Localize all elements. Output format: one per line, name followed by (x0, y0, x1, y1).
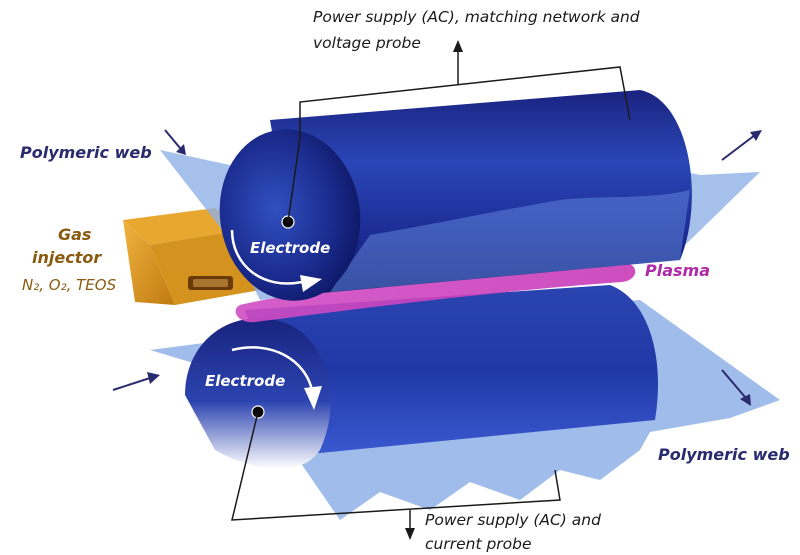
top-electrode-end-cap (219, 129, 361, 301)
gas-injector-nozzle-inner (193, 279, 228, 287)
label-power-bottom-line1: Power supply (AC) and (425, 511, 601, 529)
web-in-bottom-arrow-shaft (112, 377, 151, 391)
label-plasma: Plasma (645, 261, 710, 280)
web-out-bottom-arrow-head (740, 394, 751, 406)
label-power-top-line2: voltage probe (313, 34, 421, 52)
label-electrode-bottom: Electrode (205, 372, 285, 390)
web-out-top-arrow-head (750, 130, 762, 141)
top-power-arrow-head (453, 40, 463, 52)
label-gas-mix: N₂, O₂, TEOS (22, 276, 117, 294)
gas-injector-top (123, 208, 242, 245)
bottom-rotation-arrow-head (304, 386, 322, 410)
web-out-top-arrow-shaft (721, 134, 756, 161)
web-in-bottom-arrow-head (147, 372, 160, 384)
web-in-top-arrow-shaft (164, 129, 181, 149)
bottom-electrode-rotation-arrow (231, 346, 314, 391)
label-injector: injector (32, 248, 102, 267)
label-gas: Gas (58, 225, 91, 244)
label-power-top-line1: Power supply (AC), matching network and (313, 8, 640, 26)
bottom-power-arrow-head (405, 528, 415, 540)
top-electrode-web-highlight (330, 190, 690, 292)
label-electrode-top: Electrode (250, 239, 330, 257)
web-direction-arrows (112, 129, 762, 406)
plasma-band (235, 262, 636, 323)
web-in-top-arrow-head (176, 144, 186, 155)
web-out-bottom-arrow-shaft (721, 369, 746, 398)
bottom-electrode-body (245, 285, 658, 455)
top-power-connector-line (287, 66, 631, 223)
bottom-electrode-end-cap (185, 318, 331, 469)
bottom-power-connector-line (231, 411, 561, 521)
top-electrode-rotation-arrow (230, 229, 303, 285)
gas-injector-front (123, 220, 175, 305)
top-rotation-arrow-head (300, 275, 322, 292)
label-polymeric-web-right: Polymeric web (658, 445, 790, 464)
label-power-bottom-line2: current probe (425, 535, 532, 553)
bottom-electrode (185, 285, 658, 469)
label-polymeric-web-left: Polymeric web (20, 143, 152, 162)
